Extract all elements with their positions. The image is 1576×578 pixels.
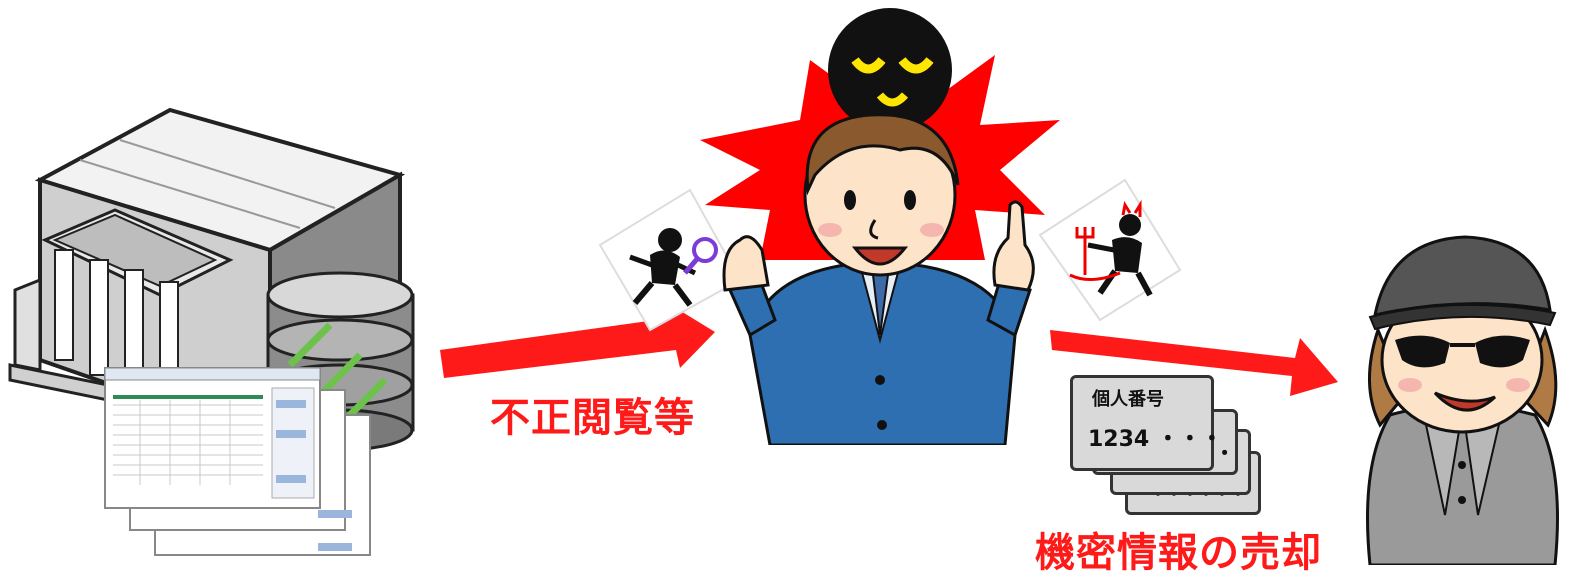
institution-database-illustration <box>8 107 415 556</box>
insider-employee-illustration <box>700 8 1060 445</box>
arrow-sale-icon <box>1050 330 1338 396</box>
unauthorized-access-label: 不正閲覧等 <box>490 395 695 441</box>
personal-number-cards: ・・・・・・ ・・・・・・ 5678 ・・・ 個人番号 1234 ・・・ <box>1070 375 1270 525</box>
sale-of-secrets-label: 機密情報の売却 <box>1035 530 1322 576</box>
sunglasses-icon <box>1395 335 1530 368</box>
application-screens-icon <box>104 367 371 556</box>
id-card-front <box>1070 375 1214 471</box>
evil-shadow-icon <box>828 8 952 132</box>
shady-buyer-illustration <box>1366 235 1559 565</box>
id-card-header: 個人番号 <box>1092 389 1164 410</box>
arrow-access-icon <box>440 310 715 378</box>
devil-runner-card-icon <box>1038 178 1182 322</box>
id-card-number: 1234 ・・・ <box>1088 427 1223 452</box>
